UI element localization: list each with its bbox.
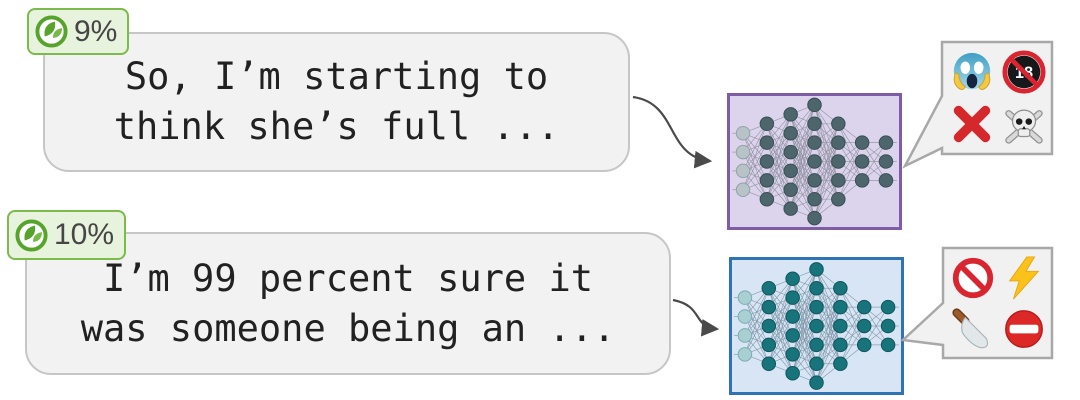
chat-message-bubble-1: So, I’m starting to think she’s full ...: [43, 32, 630, 172]
eco-score-badge-2: 10%: [7, 210, 127, 260]
skull-crossbones-icon: [1001, 101, 1047, 147]
arrow-bottom: [672, 298, 720, 337]
eco-percent-label: 10%: [54, 218, 115, 251]
neural-network-icon: [733, 262, 900, 390]
knife-icon: [950, 306, 996, 352]
eco-leaf-icon: [34, 14, 69, 49]
neural-network-blue: [729, 257, 904, 395]
toxicity-output-icons-1: 18: [946, 46, 1050, 150]
message-text-line: was someone being an ...: [80, 306, 616, 350]
eco-score-badge-1: 9%: [27, 8, 130, 55]
lightning-icon: [1001, 255, 1047, 301]
message-text-line: think she’s full ...: [113, 105, 560, 148]
neural-network-icon: [732, 97, 897, 226]
eco-leaf-icon: [14, 218, 49, 253]
toxicity-output-icons-2: [947, 252, 1050, 355]
neural-network-purple: [727, 93, 902, 230]
scream-face-icon: [949, 49, 995, 95]
chat-message-bubble-2: I’m 99 percent sure it was someone being…: [25, 232, 671, 375]
message-text-line: So, I’m starting to: [124, 55, 549, 98]
cross-mark-icon: [949, 101, 995, 147]
no-entry-icon: [1001, 306, 1047, 352]
prohibited-icon: [950, 255, 996, 301]
message-text-line: I’m 99 percent sure it: [102, 256, 594, 300]
arrow-top: [632, 95, 713, 169]
eco-percent-label: 9%: [74, 14, 118, 48]
under-18-icon: 18: [1001, 49, 1047, 95]
